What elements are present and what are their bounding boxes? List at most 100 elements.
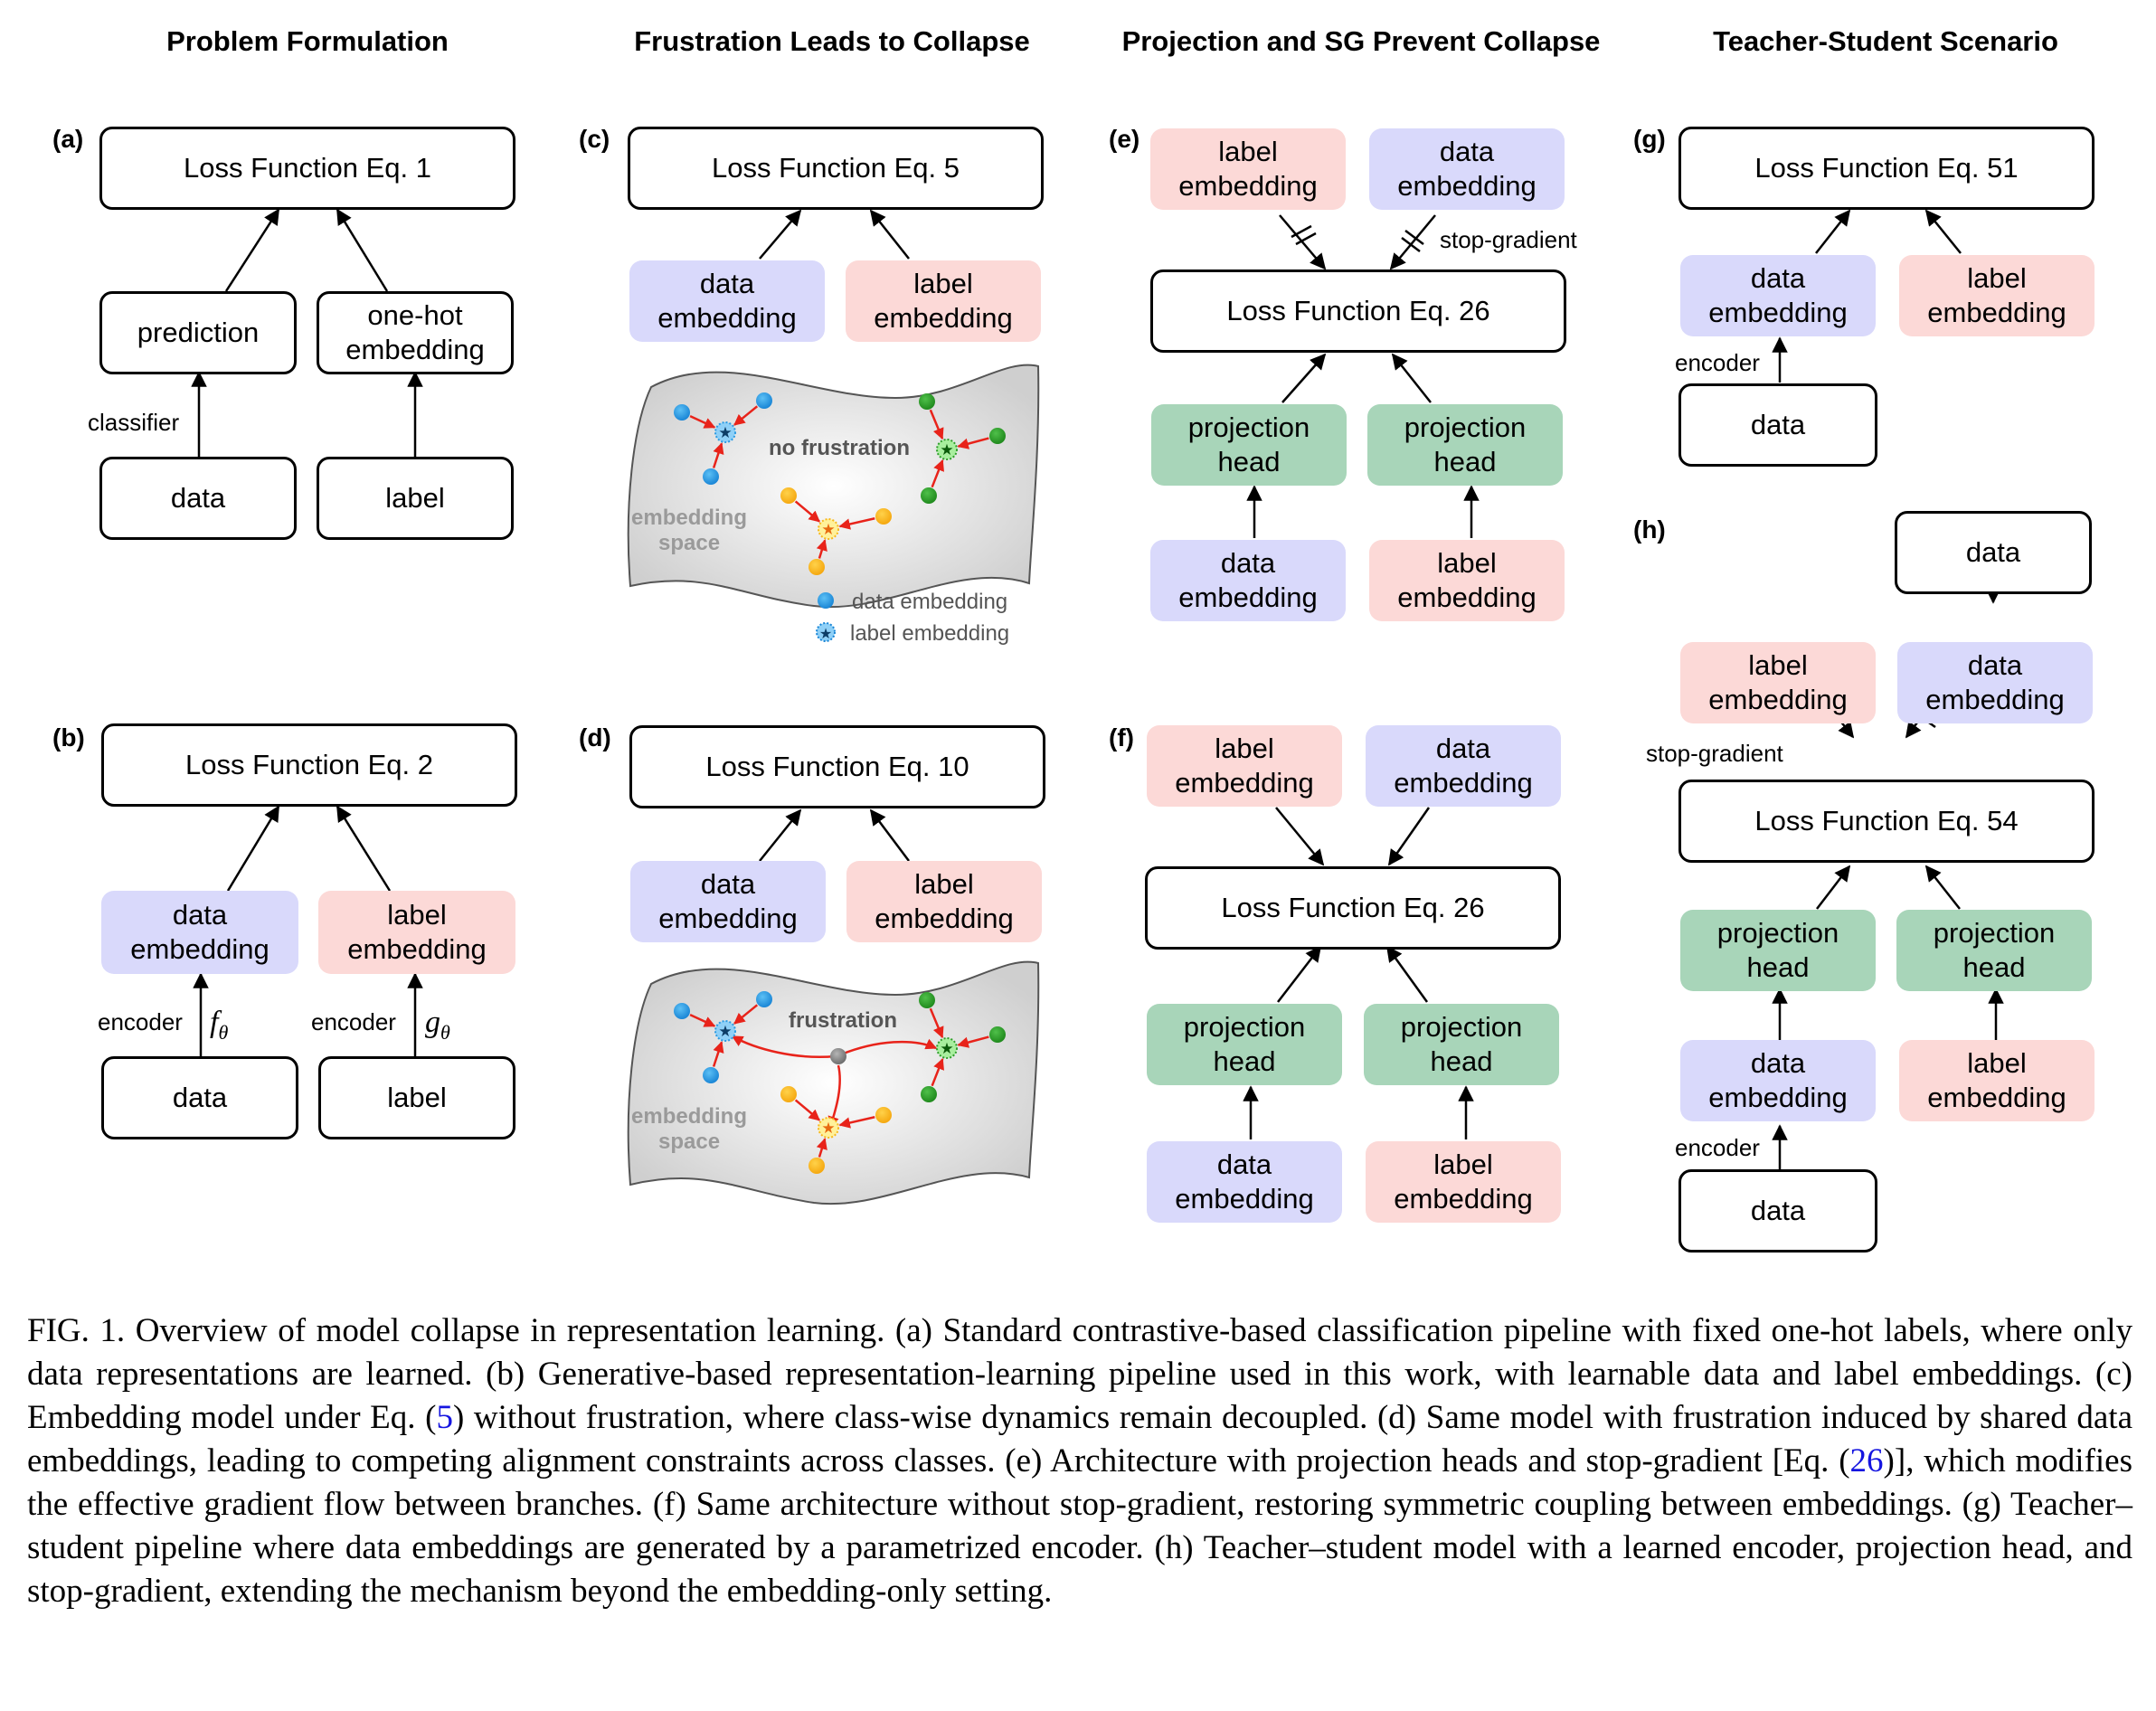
- encoder-edge-label-g: encoder: [1675, 349, 1760, 376]
- loss-function-box-c: Loss Function Eq. 5: [628, 127, 1044, 210]
- arrow-e-proj-right-to-loss: [1391, 353, 1432, 403]
- data-embedding-dot-blue: [674, 1003, 690, 1019]
- column-title-problem-formulation: Problem Formulation: [166, 25, 449, 57]
- data-embedding-dot-yellow: [875, 1107, 892, 1123]
- label-embedding-blue: [714, 1020, 736, 1042]
- label-box-b: label: [318, 1056, 515, 1139]
- data-embedding-dot-green: [921, 487, 937, 504]
- caption-eq-link-5[interactable]: 5: [436, 1399, 453, 1436]
- embedding-sheet: [627, 960, 1040, 1205]
- caption-text-1: Overview of model collapse in representa…: [27, 1312, 2132, 1436]
- figure-caption: FIG. 1. Overview of model collapse in re…: [27, 1309, 2132, 1613]
- frustration-link-yellow: [827, 1064, 841, 1129]
- embedding-sheet: [627, 364, 1040, 609]
- data-embedding-dot-blue: [756, 991, 772, 1007]
- data-box-h-bottom: data: [1678, 1169, 1877, 1253]
- data-embedding-dot-green: [989, 428, 1006, 444]
- data-embedding-dot-green: [919, 393, 935, 410]
- frustration-link-blue: [731, 1035, 837, 1058]
- label-embedding-yellow: [818, 518, 839, 540]
- attraction-arrow-green: [957, 437, 989, 449]
- data-box-a: data: [99, 457, 297, 540]
- caption-text-3: )], which modifies the effective gradien…: [27, 1442, 2133, 1610]
- data-embedding-dot-blue: [703, 468, 719, 485]
- attraction-arrow-yellow: [816, 539, 827, 559]
- embedding-space-label-line1: embedding: [631, 1104, 747, 1129]
- panel-label-d: (d): [579, 723, 611, 752]
- arrow-b-data-emb-to-loss: [226, 805, 280, 892]
- embedding-space-label-line2: space: [658, 531, 720, 555]
- legend-data-embedding-text: data embedding: [852, 590, 1007, 614]
- encoder-edge-label-h: encoder: [1675, 1134, 1760, 1161]
- panel-label-a: (a): [52, 125, 84, 153]
- caption-text-2: ) without frustration, where class-wise …: [27, 1399, 2132, 1479]
- attraction-arrow-yellow: [838, 1116, 875, 1129]
- attraction-arrow-yellow: [794, 500, 821, 523]
- loss-function-box-h: Loss Function Eq. 54: [1678, 780, 2095, 863]
- arrow-a-prediction-to-loss: [224, 208, 280, 292]
- star-icon: ★: [940, 441, 953, 458]
- arrow-g-data-emb-to-loss: [1815, 209, 1851, 254]
- data-box-b: data: [101, 1056, 298, 1139]
- panel-label-c: (c): [579, 125, 610, 153]
- star-icon: ★: [940, 1040, 953, 1057]
- star-icon: ★: [821, 521, 835, 538]
- attraction-arrow-blue: [689, 1014, 716, 1027]
- label-embedding-green: [936, 439, 958, 460]
- column-title-projection-sg: Projection and SG Prevent Collapse: [1121, 25, 1601, 57]
- no-frustration-label: no frustration: [769, 436, 910, 460]
- star-icon: ★: [718, 1023, 732, 1040]
- data-box-h-top: data: [1895, 511, 2092, 594]
- legend-data-embedding-icon: [818, 592, 834, 609]
- encoder-edge-label-label: encoder: [311, 1008, 396, 1035]
- arrow-c-data-emb-to-loss: [759, 209, 802, 260]
- arrow-b-label-emb-to-loss: [336, 805, 392, 892]
- prediction-box: prediction: [99, 291, 297, 374]
- embedding-space-c: no frustration embedding space ★★★ data …: [627, 364, 1040, 646]
- arrow-g-label-emb-to-loss: [1924, 209, 1962, 254]
- arrow-f-proj-right-to-loss: [1385, 945, 1429, 1003]
- loss-function-box-b: Loss Function Eq. 2: [101, 723, 517, 807]
- data-embedding-dot-green: [921, 1086, 937, 1102]
- attraction-arrow-green: [931, 1057, 944, 1087]
- classifier-edge-label: classifier: [88, 409, 180, 436]
- data-embedding-dot-blue: [756, 392, 772, 409]
- star-icon: ★: [821, 1120, 835, 1137]
- arrow-f-label-emb-to-loss: [1275, 807, 1325, 866]
- label-embedding-blue: [714, 421, 736, 443]
- attraction-arrow-blue: [712, 442, 724, 468]
- data-embedding-dot-yellow: [780, 487, 797, 504]
- frustration-link-green: [840, 1038, 938, 1056]
- encoder-edge-label-data: encoder: [98, 1008, 183, 1035]
- arrow-c-label-emb-to-loss: [869, 209, 910, 260]
- attraction-arrow-green: [929, 1007, 944, 1039]
- arrow-a-onehot-to-loss: [336, 208, 389, 292]
- column-title-frustration: Frustration Leads to Collapse: [634, 25, 1030, 57]
- arrow-e-label-emb-sg: [1279, 214, 1327, 270]
- attraction-arrow-green: [957, 1035, 989, 1048]
- data-embedding-dot-yellow: [875, 508, 892, 525]
- stop-gradient-label-e: stop-gradient: [1440, 226, 1577, 253]
- shared-data-embedding-dot: [830, 1048, 846, 1064]
- stop-gradient-label-h: stop-gradient: [1646, 740, 1783, 767]
- caption-eq-link-26[interactable]: 26: [1849, 1442, 1884, 1479]
